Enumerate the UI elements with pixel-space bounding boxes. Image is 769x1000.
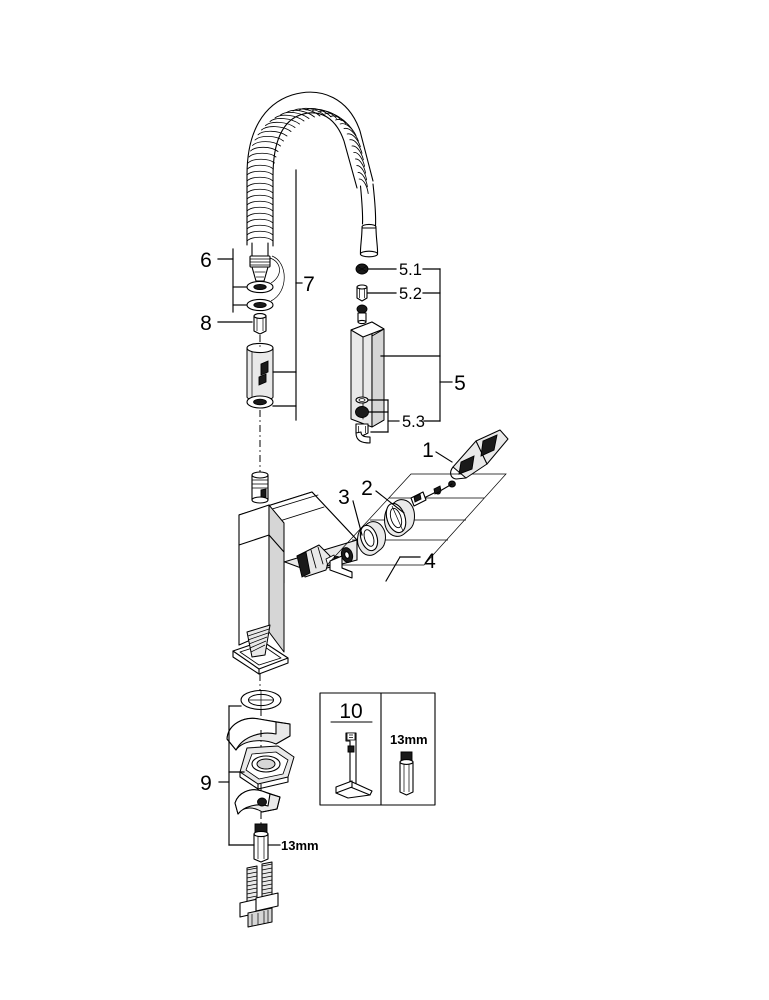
callout-6: 6 bbox=[200, 249, 212, 272]
callout-5-2: 5.2 bbox=[399, 285, 422, 303]
valve-seat-bracket bbox=[329, 555, 353, 579]
leader-lines bbox=[217, 169, 453, 846]
tool-cell-allen-key bbox=[330, 721, 373, 799]
callout-4: 4 bbox=[424, 550, 436, 573]
callout-3: 3 bbox=[338, 486, 350, 509]
mixer-cartridge bbox=[296, 544, 341, 578]
threaded-stud-pair bbox=[239, 861, 279, 928]
spray-head-screen bbox=[355, 263, 369, 275]
handle-group bbox=[326, 429, 509, 579]
lever-handle bbox=[450, 429, 509, 480]
mounting-clamp-upper bbox=[226, 717, 291, 751]
tool-cell-socket bbox=[399, 751, 414, 796]
spout-body-assembly bbox=[232, 471, 358, 675]
hose-weight-sleeve bbox=[246, 342, 274, 409]
spray-head-assembly bbox=[350, 227, 385, 444]
spray-head-outlet-kit bbox=[355, 396, 371, 444]
annotation-13mm-mounting-nut: 13mm bbox=[281, 838, 319, 853]
spray-head-nut bbox=[356, 284, 368, 302]
tool-inset-box bbox=[319, 692, 436, 806]
tool-box-labels: 10 13mm bbox=[339, 700, 427, 747]
mounting-clamp-plate bbox=[239, 745, 295, 790]
callout-9: 9 bbox=[200, 772, 212, 795]
mounting-hardware-set bbox=[226, 674, 295, 928]
callout-labels: 1 2 3 4 5 5.1 5.2 5.3 6 7 8 9 bbox=[200, 249, 466, 795]
callout-8: 8 bbox=[200, 312, 212, 335]
callout-1: 1 bbox=[422, 439, 434, 462]
mounting-gasket bbox=[240, 689, 282, 711]
mounting-nut bbox=[253, 823, 269, 863]
hose-nut bbox=[253, 313, 267, 335]
coiled-spring-hose bbox=[246, 91, 377, 247]
callout-5: 5 bbox=[454, 372, 466, 395]
annotation-labels: 13mm bbox=[281, 838, 319, 853]
handle-small-washer bbox=[340, 547, 354, 563]
callout-2: 2 bbox=[361, 477, 373, 500]
tool-box-label-10: 10 bbox=[339, 700, 362, 723]
hose-washer-pair bbox=[246, 255, 285, 312]
handle-stem-adaptor bbox=[410, 485, 442, 507]
hose-lower-connector bbox=[249, 242, 271, 282]
callout-5-3: 5.3 bbox=[402, 413, 425, 431]
callout-7: 7 bbox=[303, 273, 315, 296]
callout-5-1: 5.1 bbox=[399, 261, 422, 279]
mounting-bracket bbox=[234, 789, 281, 815]
handle-seal-ring bbox=[357, 521, 386, 556]
tool-box-label-13mm: 13mm bbox=[390, 732, 428, 747]
